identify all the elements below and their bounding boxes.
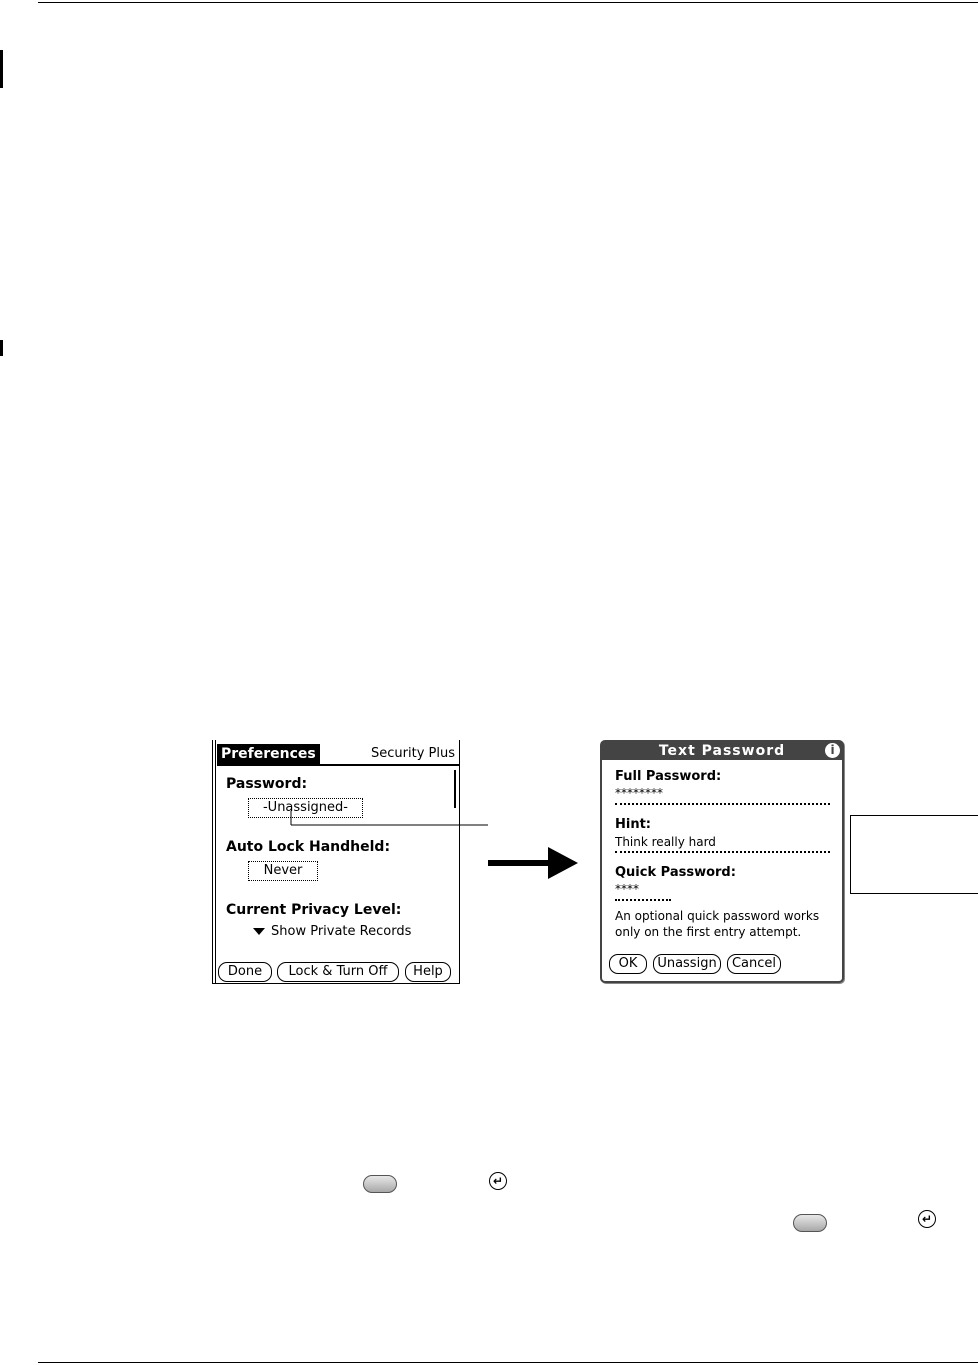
app-title: Preferences bbox=[217, 744, 320, 764]
panel-picker[interactable]: Security Plus bbox=[371, 746, 455, 761]
auto-lock-label: Auto Lock Handheld: bbox=[226, 839, 391, 855]
triangle-down-icon bbox=[253, 928, 265, 935]
password-selector[interactable]: -Unassigned- bbox=[248, 798, 363, 818]
quick-password-label: Quick Password: bbox=[615, 865, 736, 880]
privacy-picker[interactable]: Show Private Records bbox=[253, 924, 411, 939]
full-password-label: Full Password: bbox=[615, 769, 722, 784]
privacy-label: Current Privacy Level: bbox=[226, 902, 402, 918]
quick-password-note: An optional quick password works only on… bbox=[615, 909, 820, 939]
change-bar bbox=[0, 50, 3, 88]
field-underline bbox=[615, 851, 830, 853]
change-bar bbox=[0, 340, 3, 356]
auto-lock-selector[interactable]: Never bbox=[248, 861, 318, 881]
rounded-hardware-button-icon bbox=[793, 1214, 827, 1232]
field-underline bbox=[615, 803, 830, 805]
lock-turn-off-button[interactable]: Lock & Turn Off bbox=[277, 962, 399, 982]
full-password-field[interactable]: ******** bbox=[615, 786, 663, 800]
field-underline bbox=[615, 899, 671, 901]
arrow-right-icon bbox=[488, 847, 578, 879]
preferences-screen: Preferences Security Plus Password: -Una… bbox=[212, 740, 460, 984]
done-button[interactable]: Done bbox=[218, 962, 272, 982]
help-button[interactable]: Help bbox=[405, 962, 451, 982]
callout-box bbox=[850, 815, 978, 894]
scrollbar[interactable] bbox=[454, 770, 456, 808]
hint-field[interactable]: Think really hard bbox=[615, 835, 716, 849]
quick-password-field[interactable]: **** bbox=[615, 882, 639, 896]
cancel-button[interactable]: Cancel bbox=[727, 954, 781, 974]
privacy-value: Show Private Records bbox=[271, 924, 412, 939]
info-icon[interactable]: i bbox=[825, 743, 840, 758]
unassign-button[interactable]: Unassign bbox=[653, 954, 721, 974]
password-label: Password: bbox=[226, 776, 308, 792]
enter-key-icon: ↵ bbox=[489, 1172, 507, 1190]
dialog-title: Text Password bbox=[602, 742, 842, 760]
text-password-dialog: Text Password i Full Password: ******** … bbox=[600, 740, 844, 983]
hint-label: Hint: bbox=[615, 817, 652, 832]
ok-button[interactable]: OK bbox=[609, 954, 647, 974]
rounded-hardware-button-icon bbox=[363, 1175, 397, 1193]
bottom-rule bbox=[38, 1362, 978, 1363]
top-rule bbox=[38, 2, 978, 3]
title-bar: Preferences Security Plus bbox=[217, 744, 459, 766]
enter-key-icon: ↵ bbox=[918, 1210, 936, 1228]
